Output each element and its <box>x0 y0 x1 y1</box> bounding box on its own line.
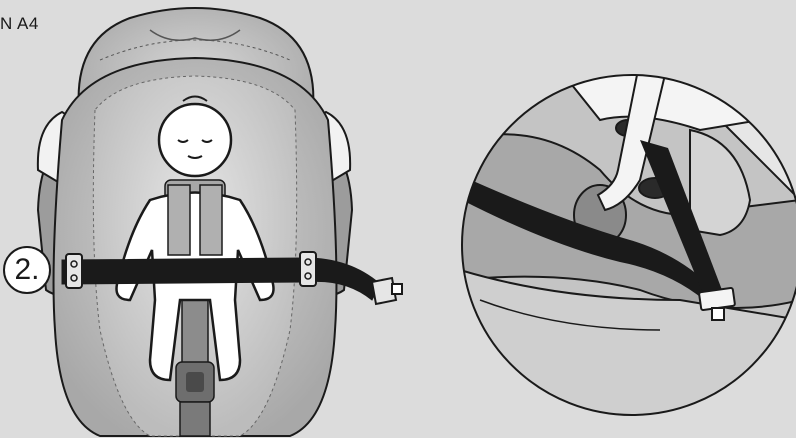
child-head <box>159 104 231 176</box>
belt-guide-left <box>66 254 82 288</box>
detail-view <box>460 60 796 420</box>
step-number-badge: 2. <box>3 246 51 294</box>
header-label: N A4 <box>0 14 39 34</box>
belt-guide-right <box>300 252 316 286</box>
detail-belt-tongue <box>699 288 735 311</box>
car-seat <box>38 8 402 436</box>
buckle-base <box>180 402 210 436</box>
